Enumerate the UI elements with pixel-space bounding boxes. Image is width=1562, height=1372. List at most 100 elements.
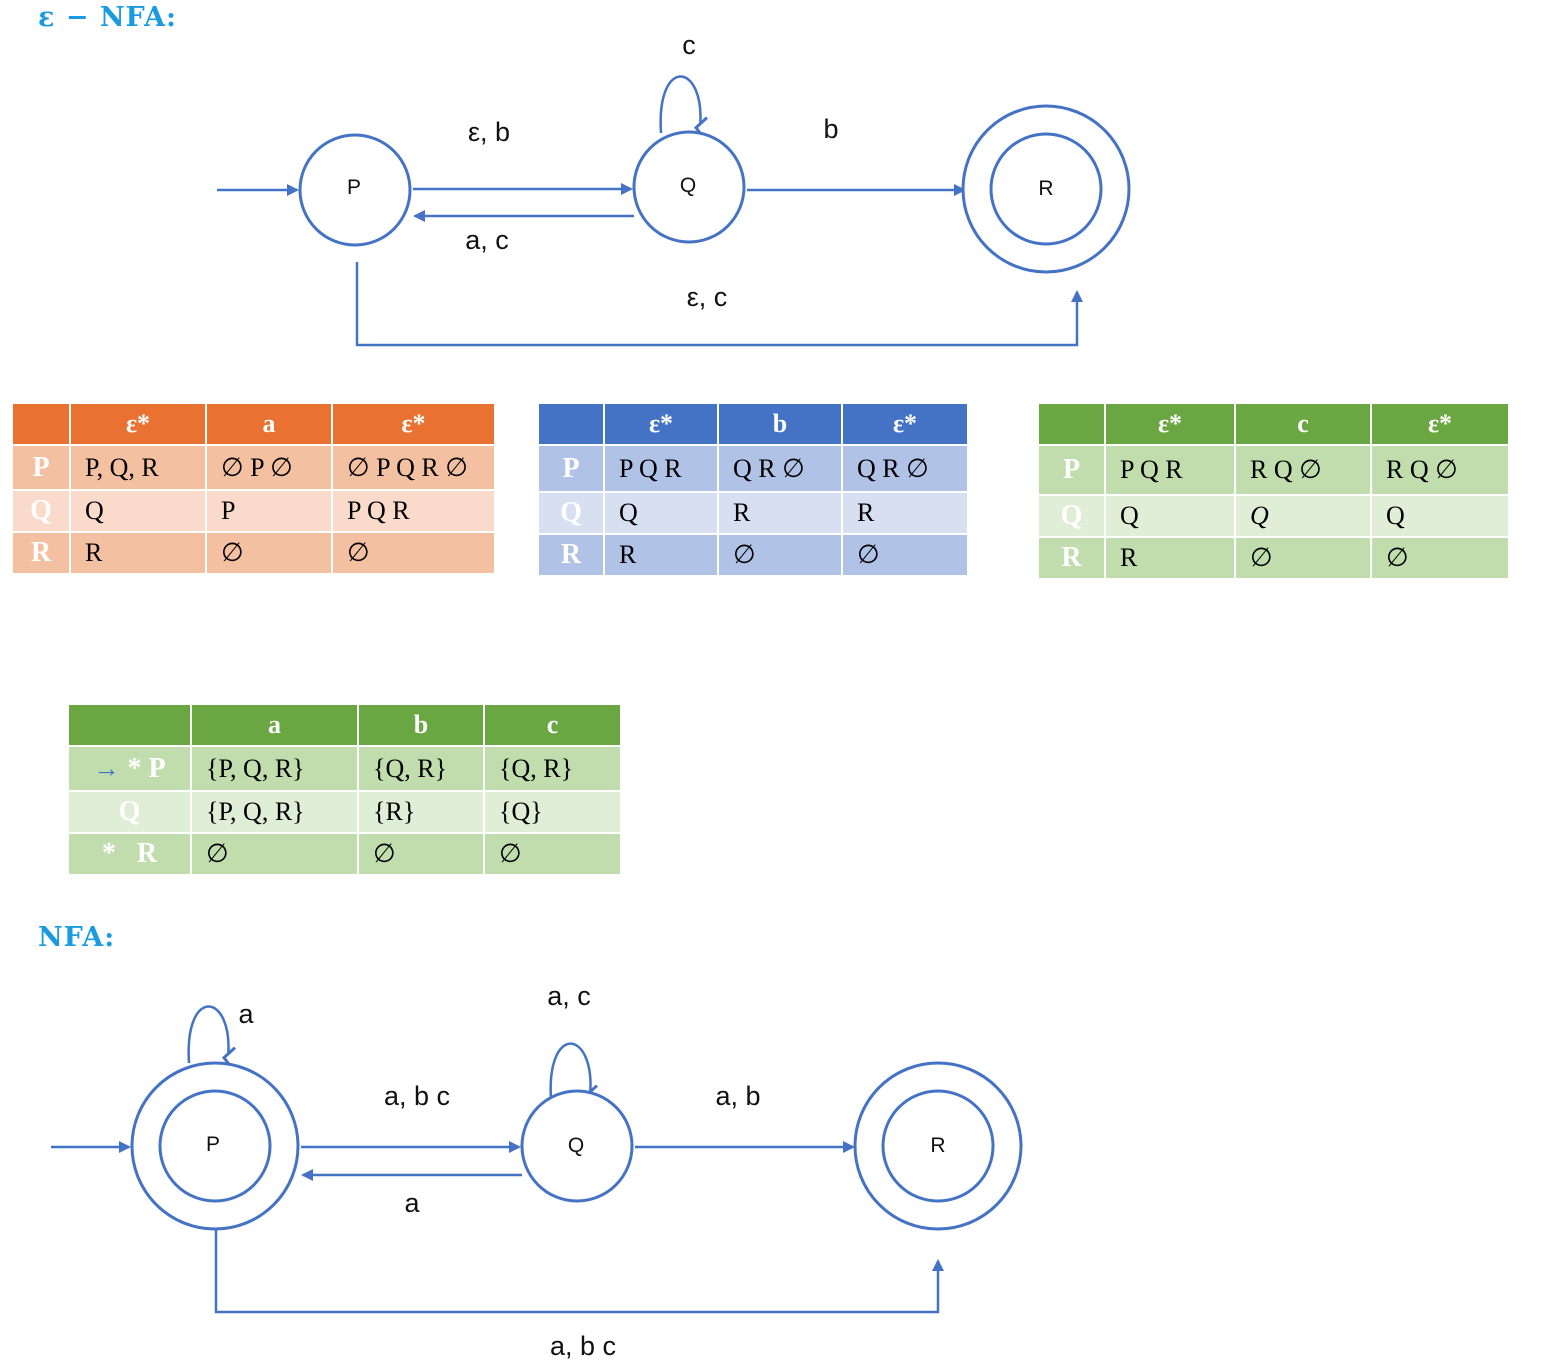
table-b-cell: R — [717, 491, 843, 535]
final-table-header: c — [483, 703, 622, 747]
table-b-cell: R — [841, 491, 969, 535]
table-b-cell: R — [603, 533, 719, 577]
enfa-node-p-label: P — [347, 176, 361, 199]
nfa-heading: NFA: — [38, 922, 116, 953]
table-a-cell: P, Q, R — [69, 444, 207, 491]
final-table-cell: {P, Q, R} — [190, 790, 359, 834]
table-c-row-state: P — [1037, 444, 1106, 496]
final-table-row-state-label: * P — [127, 752, 166, 784]
table-a-row-state: P — [11, 444, 71, 491]
table-a-cell: ∅ P Q R ∅ — [331, 444, 496, 491]
nfa-diagram: P Q R a a, c a, b c a a, b a, b c — [51, 981, 1023, 1361]
table-a-row-state: R — [11, 531, 71, 575]
nfa-node-p-inner — [158, 1089, 272, 1203]
table-c-cell: R Q ∅ — [1370, 444, 1510, 496]
final-table-header-corner — [67, 703, 192, 747]
table-a-header: a — [205, 402, 333, 446]
final-table-cell: {Q, R} — [357, 745, 485, 792]
table-b-row-state: R — [537, 533, 605, 577]
final-table-cell: {P, Q, R} — [190, 745, 359, 792]
table-b-cell: Q R ∅ — [841, 444, 969, 493]
table-a-cell: Q — [69, 489, 207, 533]
table-c-cell: ∅ — [1234, 536, 1372, 580]
nfa-label-q-p: a — [404, 1188, 420, 1218]
nfa-label-p-q: a, b c — [384, 1081, 450, 1111]
table-c-cell: ∅ — [1370, 536, 1510, 580]
enfa-edge-p-r — [355, 262, 1083, 347]
final-table-cell: ∅ — [357, 832, 485, 876]
table-c-row-state: R — [1037, 536, 1106, 580]
table-c-header: ε* — [1104, 402, 1236, 446]
table-c-cell: P Q R — [1104, 444, 1236, 496]
transition-table-b: ε* b ε* P P Q R Q R ∅ Q R ∅ Q Q R R R R … — [537, 402, 969, 577]
final-table-cell: {R} — [357, 790, 485, 834]
final-table-cell: {Q, R} — [483, 745, 622, 792]
table-a-header: ε* — [69, 402, 207, 446]
table-b-cell: Q R ∅ — [717, 444, 843, 493]
nfa-label-p-r: a, b c — [550, 1331, 616, 1361]
table-b-header: ε* — [841, 402, 969, 446]
table-c-header: c — [1234, 402, 1372, 446]
nfa-node-r-inner — [881, 1089, 995, 1203]
table-c-cell: R — [1104, 536, 1236, 580]
table-b-header: ε* — [603, 402, 719, 446]
nfa-loop-q — [549, 1042, 598, 1109]
nfa-label-p-loop: a — [238, 999, 254, 1029]
table-b-header-corner — [537, 402, 605, 446]
enfa-label-q-p: a, c — [465, 225, 509, 255]
table-c-header-corner — [1037, 402, 1106, 446]
enfa-node-q-label: Q — [680, 174, 696, 197]
table-a-row-state: Q — [11, 489, 71, 533]
final-table-header: a — [190, 703, 359, 747]
enfa-node-q — [632, 130, 746, 244]
nfa-label-q-r: a, b — [715, 1081, 760, 1111]
transition-table-a: ε* a ε* P P, Q, R ∅ P ∅ ∅ P Q R ∅ Q Q P … — [11, 402, 496, 575]
final-table-cell: {Q} — [483, 790, 622, 834]
nfa-loop-p — [187, 1005, 236, 1071]
final-table-row-state: * R — [67, 832, 192, 876]
nfa-label-q-loop: a, c — [547, 981, 591, 1011]
table-c-cell: Q — [1370, 494, 1510, 538]
enfa-label-p-r: ε, c — [687, 282, 728, 312]
table-a-cell: ∅ — [205, 531, 333, 575]
enfa-label-q-loop: c — [682, 30, 696, 60]
nfa-node-q-label: Q — [568, 1134, 584, 1157]
table-a-cell: R — [69, 531, 207, 575]
table-c-cell: R Q ∅ — [1234, 444, 1372, 496]
table-b-cell: ∅ — [717, 533, 843, 577]
table-a-cell: ∅ P ∅ — [205, 444, 333, 491]
table-c-header: ε* — [1370, 402, 1510, 446]
table-a-header: ε* — [331, 402, 496, 446]
enfa-loop-q — [659, 75, 708, 141]
table-a-cell: P Q R — [331, 489, 496, 533]
table-a-header-corner — [11, 402, 71, 446]
nfa-edge-p-r — [214, 1230, 944, 1314]
nfa-transition-table: a b c →* P {P, Q, R} {Q, R} {Q, R} Q {P,… — [67, 703, 622, 876]
final-table-cell: ∅ — [190, 832, 359, 876]
nfa-node-r-label: R — [930, 1134, 945, 1157]
final-table-header: b — [357, 703, 485, 747]
final-table-row-state: Q — [67, 790, 192, 834]
enfa-label-q-r: b — [823, 114, 838, 144]
table-b-cell: P Q R — [603, 444, 719, 493]
table-b-row-state: P — [537, 444, 605, 493]
enfa-heading: ε − NFA: — [38, 2, 178, 33]
table-a-cell: ∅ — [331, 531, 496, 575]
nfa-node-q — [520, 1089, 634, 1203]
final-table-cell: ∅ — [483, 832, 622, 876]
enfa-node-r-inner — [989, 132, 1103, 246]
table-a-cell: P — [205, 489, 333, 533]
enfa-node-r-label: R — [1038, 177, 1053, 200]
enfa-diagram: P Q R c ε, b a, c b ε, c — [217, 30, 1131, 347]
enfa-node-p — [298, 133, 412, 247]
table-b-cell: Q — [603, 491, 719, 535]
final-table-row-state: →* P — [67, 745, 192, 792]
table-c-cell: Q — [1104, 494, 1236, 538]
start-arrow-icon: → — [93, 753, 120, 783]
table-b-header: b — [717, 402, 843, 446]
table-c-cell: Q — [1234, 494, 1372, 538]
table-c-row-state: Q — [1037, 494, 1106, 538]
table-b-cell: ∅ — [841, 533, 969, 577]
enfa-label-p-q: ε, b — [468, 117, 510, 147]
nfa-node-p-label: P — [206, 1133, 220, 1156]
